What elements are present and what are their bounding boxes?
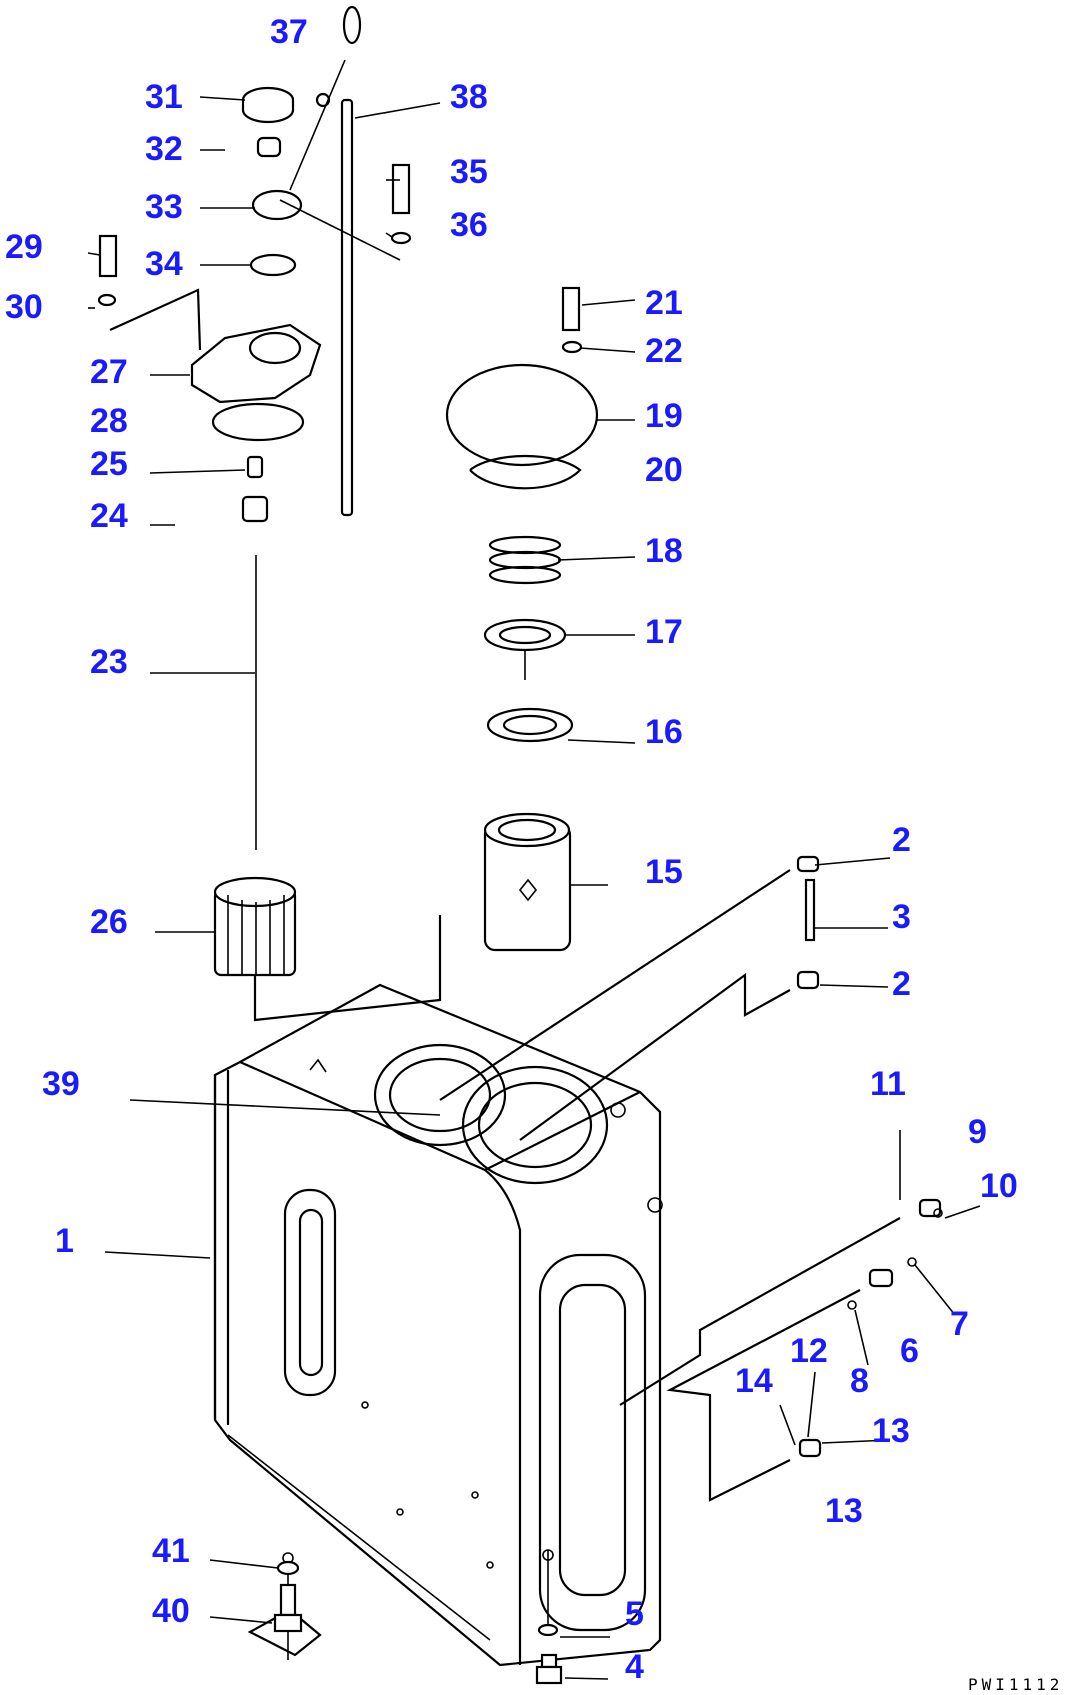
- label-part-38: 38: [450, 78, 488, 116]
- label-part-11: 11: [870, 1065, 906, 1103]
- dipstick: [279, 5, 401, 517]
- label-part-13-upper: 13: [872, 1412, 910, 1450]
- bolt-35-36: [390, 163, 412, 245]
- leader-lines: [87, 96, 981, 1680]
- label-part-24: 24: [90, 497, 128, 535]
- side-fittings: [619, 1198, 943, 1502]
- label-part-18: 18: [645, 532, 683, 570]
- label-part-41: 41: [152, 1532, 190, 1570]
- label-part-40: 40: [152, 1592, 190, 1630]
- filter-element-15: [483, 812, 572, 952]
- label-part-23: 23: [90, 643, 128, 681]
- label-part-15: 15: [645, 853, 683, 891]
- washer-41: [276, 1560, 300, 1576]
- hydraulic-tank: [213, 983, 663, 1667]
- label-part-25: 25: [90, 445, 128, 483]
- hose-fittings: [439, 855, 820, 1141]
- label-part-26: 26: [90, 903, 128, 941]
- label-part-14: 14: [735, 1362, 773, 1400]
- label-part-3: 3: [892, 898, 911, 936]
- label-part-16: 16: [645, 713, 683, 751]
- label-part-19: 19: [645, 397, 683, 435]
- label-part-8: 8: [850, 1362, 869, 1400]
- part-drawings: [97, 5, 943, 1685]
- breather-cover: [97, 86, 322, 442]
- bolt-40: [273, 1583, 303, 1633]
- drawing-code: PWI1112: [968, 1675, 1063, 1694]
- label-part-34: 34: [145, 245, 183, 283]
- label-part-21: 21: [645, 284, 683, 322]
- label-part-7: 7: [950, 1305, 969, 1343]
- label-part-32: 32: [145, 130, 183, 168]
- filter-cover: [445, 286, 599, 490]
- label-part-22: 22: [645, 332, 683, 370]
- valve-plates: [483, 618, 574, 743]
- label-part-35: 35: [450, 153, 488, 191]
- label-part-29: 29: [5, 228, 43, 266]
- label-part-12: 12: [790, 1332, 828, 1370]
- label-part-6: 6: [900, 1332, 919, 1370]
- label-part-37: 37: [270, 13, 308, 51]
- label-part-27: 27: [90, 353, 128, 391]
- label-part-20: 20: [645, 451, 683, 489]
- label-part-4: 4: [625, 1648, 644, 1686]
- label-part-10: 10: [980, 1167, 1018, 1205]
- label-part-2-upper: 2: [892, 821, 911, 859]
- part-labels: 1 2 2 3 4 5 6 7 8 9 10 11 12 13 13 14 15…: [5, 13, 1063, 1694]
- label-part-9: 9: [968, 1113, 987, 1151]
- label-part-13-lower: 13: [825, 1492, 863, 1530]
- label-part-2-lower: 2: [892, 965, 911, 1003]
- label-part-28: 28: [90, 402, 128, 440]
- label-part-5: 5: [625, 1595, 644, 1633]
- label-part-30: 30: [5, 288, 43, 326]
- label-part-39: 39: [42, 1065, 80, 1103]
- label-part-36: 36: [450, 206, 488, 244]
- label-part-17: 17: [645, 613, 683, 651]
- strainer-assembly: [213, 455, 442, 1022]
- label-part-1: 1: [55, 1222, 74, 1260]
- label-part-33: 33: [145, 188, 183, 226]
- spring-18: [488, 535, 562, 585]
- label-part-31: 31: [145, 78, 183, 116]
- drain-plug: [535, 1549, 563, 1685]
